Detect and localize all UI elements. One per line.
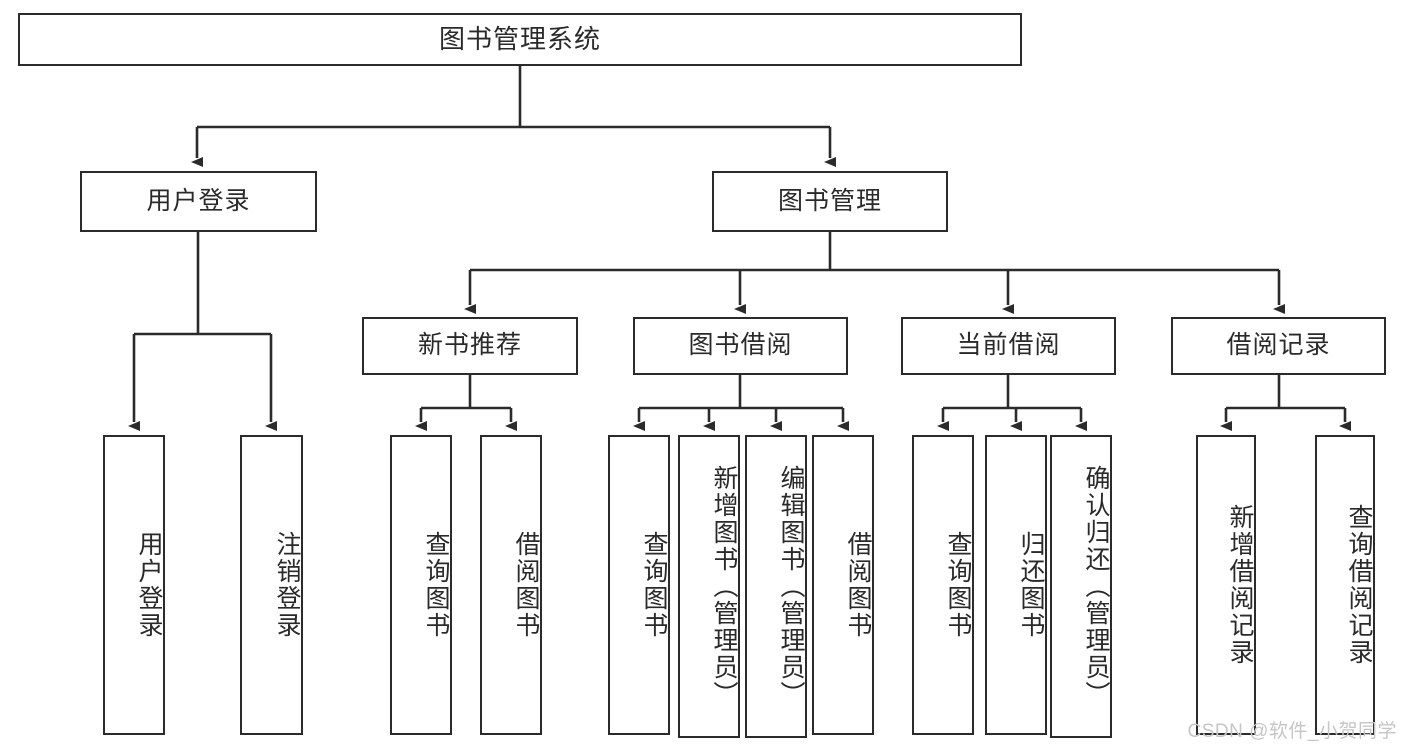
leaf-add-borrow-record[interactable]: 新增借阅记录 — [1196, 435, 1256, 735]
leaf-user-login[interactable]: 用户登录 — [103, 435, 165, 735]
leaf-query-book-current[interactable]: 查询图书 — [912, 435, 974, 735]
leaf-logout[interactable]: 注销登录 — [240, 435, 303, 735]
leaf-edit-book-admin[interactable]: 编辑图书（管理员） — [745, 435, 807, 738]
leaf-query-book-current-label: 查询图书 — [944, 531, 972, 639]
node-root-label: 图书管理系统 — [438, 24, 601, 55]
node-new-book-recommend[interactable]: 新书推荐 — [362, 317, 578, 375]
node-borrow-record[interactable]: 借阅记录 — [1171, 317, 1386, 375]
node-current-borrow[interactable]: 当前借阅 — [901, 317, 1116, 375]
node-book-borrow-label: 图书借阅 — [688, 331, 793, 360]
leaf-borrow-book-newbook[interactable]: 借阅图书 — [480, 435, 542, 735]
node-new-book-recommend-label: 新书推荐 — [417, 331, 522, 360]
leaf-confirm-return-admin-label: 确认归还（管理员） — [1082, 465, 1110, 708]
leaf-borrow-book-label: 借阅图书 — [844, 531, 872, 639]
node-book-management[interactable]: 图书管理 — [712, 171, 948, 232]
leaf-query-book-borrow[interactable]: 查询图书 — [608, 435, 670, 735]
node-current-borrow-label: 当前借阅 — [956, 331, 1061, 360]
leaf-add-book-admin[interactable]: 新增图书（管理员） — [678, 435, 740, 738]
node-user-login-label: 用户登录 — [146, 186, 251, 215]
leaf-return-book[interactable]: 归还图书 — [985, 435, 1047, 735]
leaf-logout-label: 注销登录 — [273, 531, 301, 639]
csdn-watermark: CSDN @软件_小贺同学 — [1187, 721, 1397, 742]
leaf-borrow-book[interactable]: 借阅图书 — [812, 435, 874, 735]
node-book-borrow[interactable]: 图书借阅 — [633, 317, 848, 375]
node-book-management-label: 图书管理 — [777, 186, 882, 215]
leaf-add-borrow-record-label: 新增借阅记录 — [1226, 504, 1254, 666]
leaf-return-book-label: 归还图书 — [1017, 531, 1045, 639]
node-root[interactable]: 图书管理系统 — [18, 13, 1022, 66]
leaf-user-login-label: 用户登录 — [135, 531, 163, 639]
leaf-add-book-admin-label: 新增图书（管理员） — [710, 465, 738, 708]
leaf-query-book-borrow-label: 查询图书 — [640, 531, 668, 639]
leaf-borrow-book-newbook-label: 借阅图书 — [512, 531, 540, 639]
leaf-confirm-return-admin[interactable]: 确认归还（管理员） — [1050, 435, 1112, 738]
leaf-edit-book-admin-label: 编辑图书（管理员） — [777, 465, 805, 708]
leaf-query-borrow-record[interactable]: 查询借阅记录 — [1315, 435, 1375, 735]
leaf-query-book-newbook-label: 查询图书 — [422, 531, 450, 639]
node-user-login[interactable]: 用户登录 — [80, 171, 317, 232]
node-borrow-record-label: 借阅记录 — [1226, 331, 1331, 360]
leaf-query-borrow-record-label: 查询借阅记录 — [1345, 504, 1373, 666]
leaf-query-book-newbook[interactable]: 查询图书 — [390, 435, 452, 735]
